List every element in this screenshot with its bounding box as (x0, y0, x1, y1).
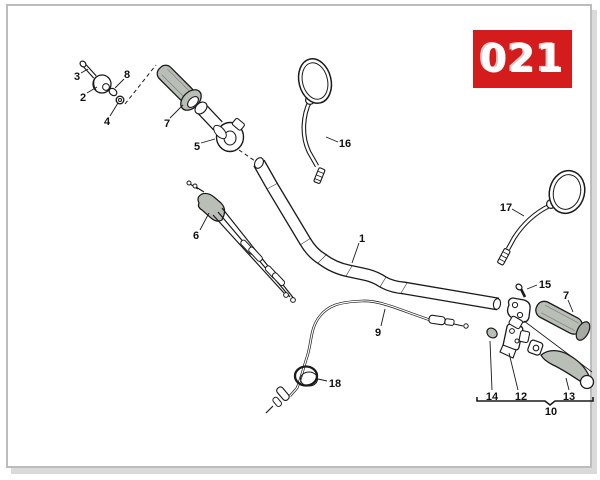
callout-1: 1 (359, 233, 365, 245)
callout-7-right: 7 (563, 290, 569, 302)
handlebar-bend-marks (266, 182, 408, 294)
bar-end-weight-assembly (79, 60, 157, 105)
callout-16: 16 (339, 138, 351, 150)
right-mirror (497, 169, 586, 266)
lever-pivot-pin (486, 327, 498, 339)
callout-13: 13 (563, 391, 575, 403)
bolt (79, 60, 97, 79)
clutch-cable (265, 299, 469, 414)
callout-2: 2 (80, 92, 86, 104)
housing-axis-dashed-line (238, 149, 256, 162)
callout-5: 5 (194, 141, 200, 153)
end-cap (92, 74, 112, 94)
nut (115, 95, 125, 105)
callout-12: 12 (515, 391, 527, 403)
throttle-housing (194, 101, 256, 162)
callout-18: 18 (329, 378, 341, 390)
callout-8: 8 (124, 69, 130, 81)
leader-lines (80, 68, 574, 391)
callout-17: 17 (500, 202, 512, 214)
callout-7-left: 7 (164, 118, 170, 130)
lever-bracket (499, 315, 531, 359)
callout-15: 15 (539, 279, 551, 291)
clutch-lever (527, 339, 595, 390)
throttle-cables (186, 180, 296, 303)
grommet (293, 365, 319, 387)
callout-3: 3 (74, 71, 80, 83)
left-grip (156, 64, 202, 111)
clamp-screw (515, 283, 527, 298)
callout-6: 6 (193, 230, 199, 242)
callout-labels: 1 2 3 4 5 6 7 7 8 9 10 12 13 14 15 16 17… (74, 69, 575, 418)
mirror-thread (497, 248, 511, 266)
callout-9: 9 (375, 327, 381, 339)
mirror-thread (313, 167, 326, 184)
left-mirror (297, 58, 333, 184)
handlebar (253, 157, 502, 311)
assembly-axis-dashed-line (124, 64, 157, 105)
right-grip (535, 300, 591, 341)
group-bracket (476, 397, 594, 407)
page-number-badge: 021 (473, 30, 572, 88)
callout-14: 14 (486, 391, 499, 403)
callout-10: 10 (545, 406, 557, 418)
washer (108, 87, 118, 97)
callout-4: 4 (104, 116, 111, 128)
